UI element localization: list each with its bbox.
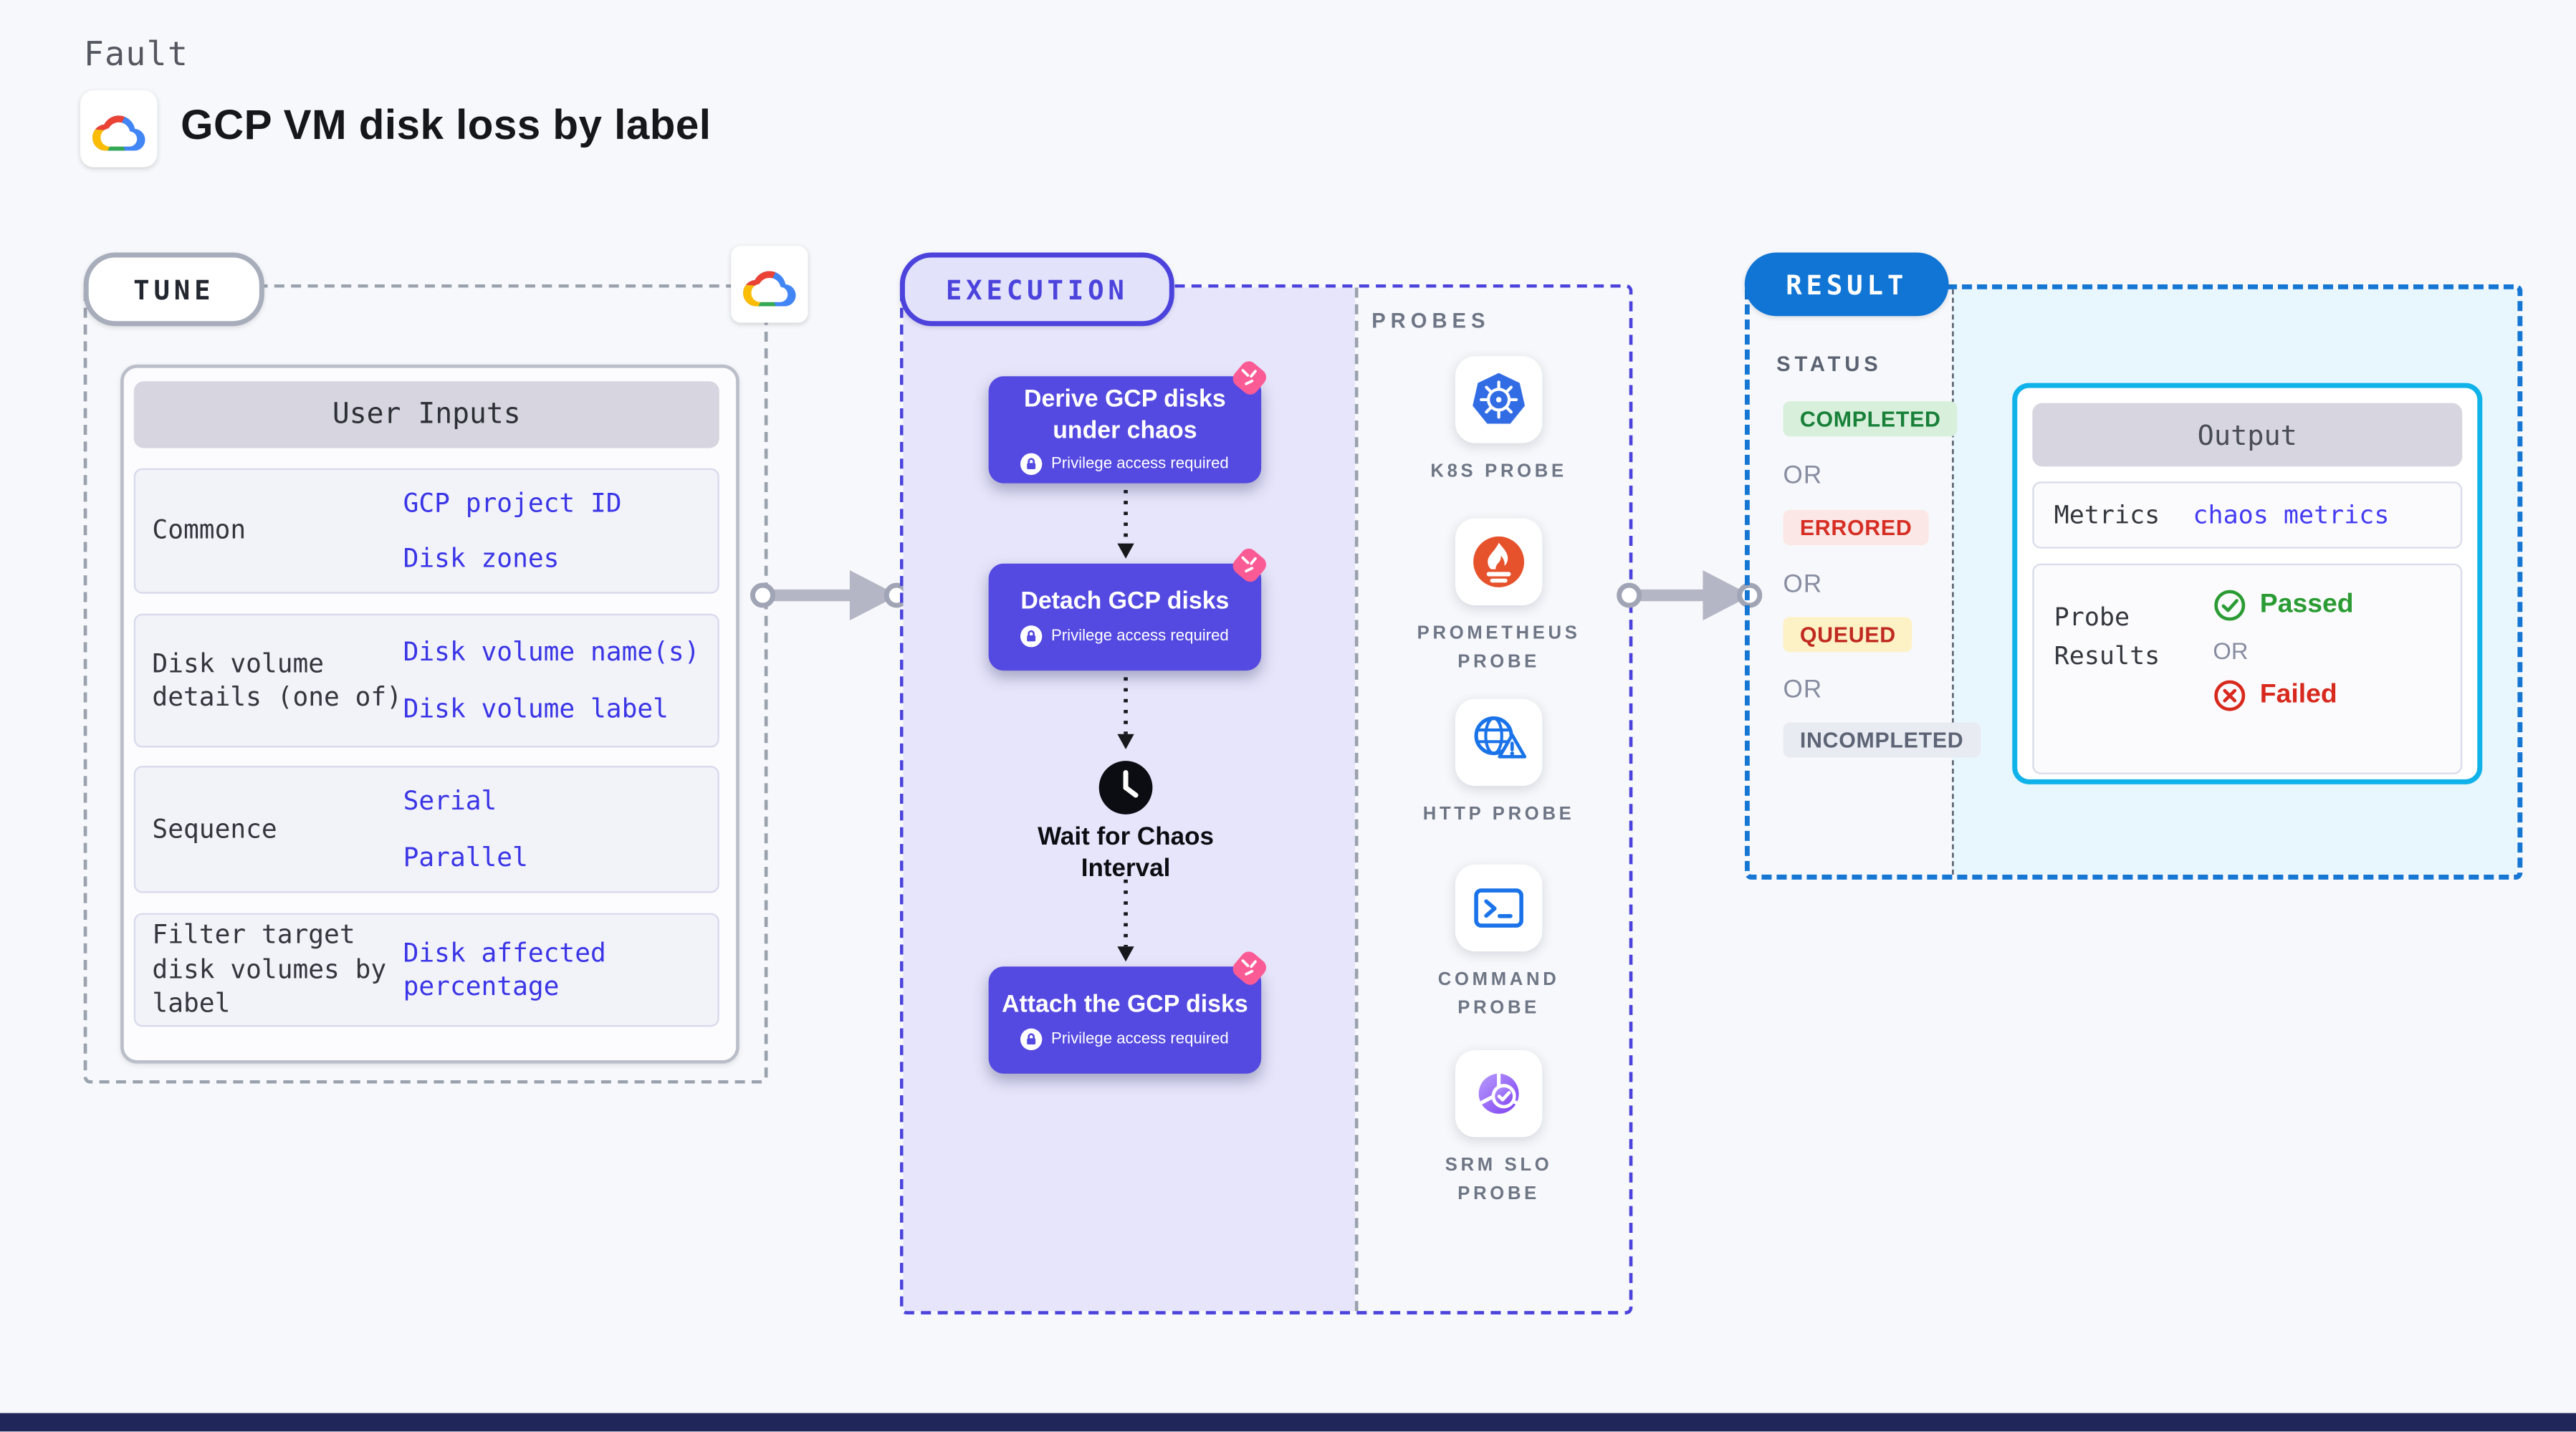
lock-icon (1020, 452, 1043, 475)
chaos-icon (1226, 945, 1273, 991)
wait-for-chaos-label: Wait for Chaos Interval (1038, 822, 1214, 883)
probe-card-prometheus (1455, 518, 1543, 606)
probe-card-k8s (1455, 356, 1543, 443)
failed-label: Failed (2259, 681, 2337, 709)
tune-to-execution-arrow (750, 570, 909, 621)
result-pill: RESULT (1744, 252, 1949, 317)
x-circle-icon (2214, 680, 2246, 711)
or-label: OR (2213, 637, 2249, 664)
passed-result: Passed (2213, 589, 2354, 623)
http-globe-icon (1474, 716, 1527, 759)
metrics-label: Metrics (2054, 499, 2160, 531)
chaos-icon (1226, 355, 1273, 401)
input-row-label: Sequence (152, 814, 277, 845)
fault-kicker: Fault (83, 33, 189, 74)
tune-section (83, 284, 768, 1084)
tune-pill: TUNE (83, 252, 264, 327)
or-label: OR (1783, 676, 1823, 704)
input-value: Disk volume label (403, 693, 669, 724)
step-detach-gcp-disks: Detach GCP disks Privilege access requir… (988, 564, 1262, 671)
input-row-values: Disk volume name(s) Disk volume label (403, 636, 702, 725)
step-title: Detach GCP disks (1020, 589, 1230, 617)
metrics-value-link: chaos metrics (2193, 499, 2390, 531)
bottom-bar (0, 1413, 2576, 1432)
privilege-label: Privilege access required (1050, 1029, 1229, 1048)
check-circle-icon (2214, 590, 2246, 621)
probe-label: SRM SLO PROBE (1445, 1155, 1553, 1204)
chaos-icon (1226, 542, 1273, 588)
or-label: OR (1783, 461, 1823, 490)
input-value: Disk volume name(s) (403, 638, 700, 668)
status-badge-queued: QUEUED (1783, 617, 1913, 653)
probe-label: COMMAND PROBE (1437, 969, 1560, 1019)
user-inputs-header: User Inputs (133, 381, 719, 448)
output-header: Output (2032, 403, 2463, 467)
flow-connector-arrow (1117, 879, 1134, 962)
gcp-cloud-icon (737, 259, 801, 309)
flow-connector-arrow (1117, 677, 1134, 749)
input-row-label: Common (152, 515, 246, 546)
privilege-badge: Privilege access required (1020, 625, 1229, 647)
privilege-badge: Privilege access required (1020, 1027, 1229, 1049)
input-value: Serial (403, 787, 497, 817)
probes-heading: PROBES (1371, 309, 1490, 333)
input-row-common: Common GCP project ID Disk zones (133, 468, 719, 594)
privilege-label: Privilege access required (1050, 626, 1229, 645)
input-row-values: Disk affected percentage (403, 936, 654, 1004)
probe-card-http (1455, 698, 1543, 787)
flow-connector-arrow (1117, 489, 1134, 559)
input-row-sequence: Sequence Serial Parallel (133, 766, 719, 893)
input-value: Disk affected percentage (403, 938, 606, 1002)
lock-icon (1020, 625, 1043, 647)
lock-icon (1020, 1027, 1043, 1049)
status-badge-completed: COMPLETED (1783, 401, 1958, 437)
probe-label: HTTP PROBE (1422, 804, 1575, 825)
execution-to-result-arrow (1617, 570, 1763, 621)
step-title: Derive GCP disks under chaos (1024, 387, 1226, 444)
clock-icon (1098, 761, 1153, 814)
srm-slo-icon (1478, 1072, 1519, 1114)
input-value: Disk zones (403, 543, 560, 574)
privilege-badge: Privilege access required (1020, 452, 1229, 475)
probe-results-values: Passed OR Failed (2213, 589, 2354, 713)
gcp-logo-card-tune (731, 246, 808, 323)
or-label: OR (1783, 570, 1823, 599)
passed-label: Passed (2259, 590, 2354, 619)
input-row-values: Serial Parallel (403, 785, 702, 874)
probe-label: K8S PROBE (1430, 461, 1567, 482)
metrics-row: Metrics chaos metrics (2032, 481, 2463, 549)
prometheus-icon (1473, 536, 1525, 587)
probe-results-row: Probe Results Passed OR (2032, 563, 2463, 774)
step-title: Attach the GCP disks (1002, 992, 1248, 1019)
execution-probes-divider (1354, 287, 1359, 1312)
privilege-label: Privilege access required (1050, 454, 1229, 473)
status-badge-errored: ERRORED (1783, 509, 1929, 546)
execution-pill: EXECUTION (899, 252, 1174, 327)
input-row-label: Filter target disk volumes by label (152, 920, 387, 1019)
input-row-label: Disk volume details (one of) (152, 648, 402, 713)
probe-card-command (1455, 864, 1543, 952)
terminal-icon (1474, 888, 1523, 928)
step-derive-gcp-disks: Derive GCP disks under chaos Privilege a… (988, 376, 1262, 484)
input-value: Parallel (403, 842, 528, 873)
page-title: GCP VM disk loss by label (181, 102, 712, 149)
gcp-logo-card (80, 90, 158, 168)
probe-label: PROMETHEUS PROBE (1417, 623, 1581, 673)
input-row-values: GCP project ID Disk zones (403, 486, 702, 575)
status-badge-incompleted: INCOMPLETED (1783, 722, 1981, 758)
output-card: Output Metrics chaos metrics Probe Resul… (2012, 383, 2483, 784)
probe-results-label: Probe Results (2054, 602, 2160, 670)
input-row-disk-volume-details: Disk volume details (one of) Disk volume… (133, 613, 719, 748)
input-row-filter-by-label: Filter target disk volumes by label Disk… (133, 913, 719, 1027)
probe-card-srm-slo (1455, 1050, 1543, 1138)
gcp-cloud-icon (87, 104, 150, 154)
input-value: GCP project ID (403, 488, 622, 519)
result-divider (1952, 289, 1954, 875)
kubernetes-icon (1473, 373, 1526, 424)
step-attach-gcp-disks: Attach the GCP disks Privilege access re… (988, 966, 1262, 1074)
status-heading: STATUS (1776, 352, 1882, 377)
failed-result: Failed (2213, 679, 2353, 713)
